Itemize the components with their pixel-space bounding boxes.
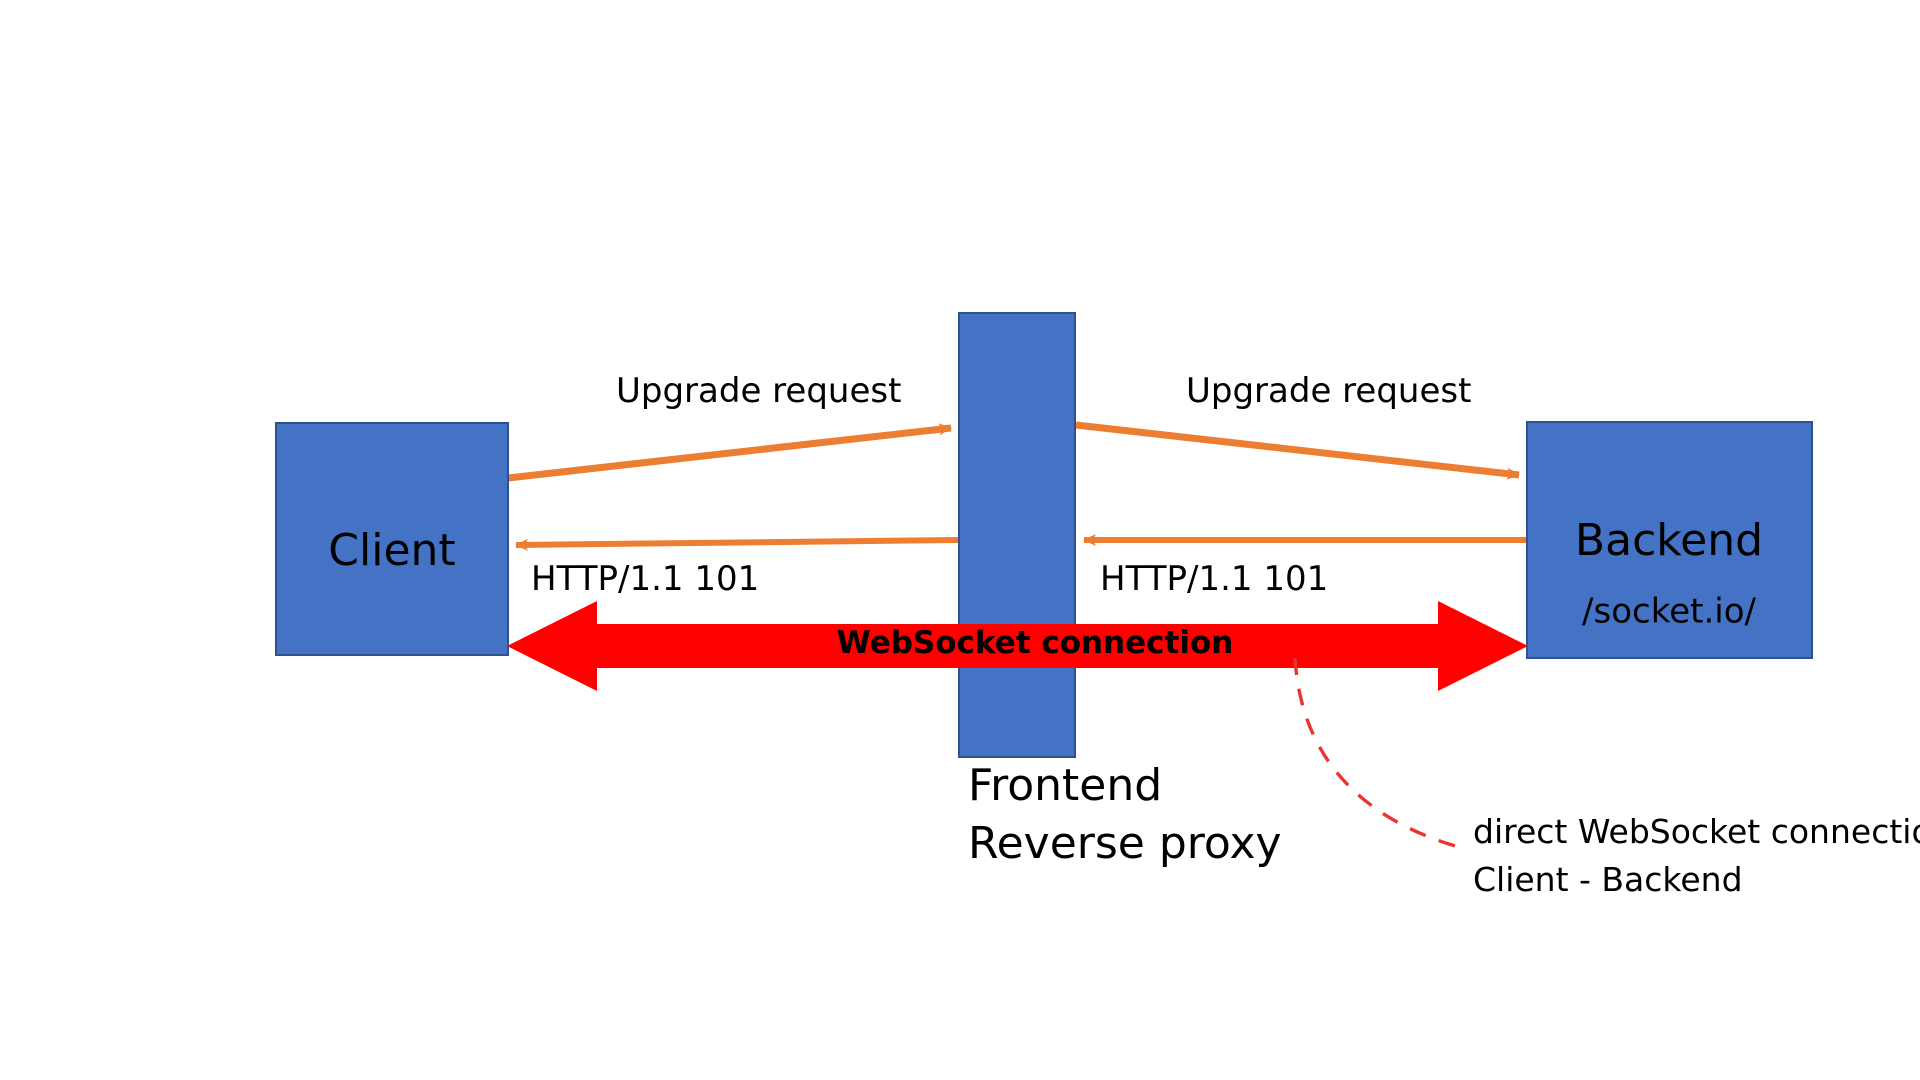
frontend-reverse-proxy-box[interactable] (958, 312, 1076, 758)
client-box[interactable] (275, 422, 509, 656)
edge-label-upgrade-request-right: Upgrade request (1186, 371, 1471, 411)
node-frontend-proxy[interactable] (958, 312, 1076, 758)
annotation-text: direct WebSocket connection Client - Bac… (1473, 812, 1920, 899)
edge-client-to-proxy-upgrade: Upgrade request (507, 371, 952, 482)
http-101-arrow-left-segment (515, 537, 960, 551)
node-backend[interactable]: Backend /socket.io/ (1526, 421, 1813, 659)
edge-label-upgrade-request-left: Upgrade request (616, 371, 901, 411)
edge-label-http-101-right: HTTP/1.1 101 (1100, 559, 1328, 599)
edge-proxy-to-client-101: HTTP/1.1 101 (515, 537, 960, 599)
edge-websocket-connection[interactable]: WebSocket connection (507, 601, 1528, 691)
dashed-curve-icon (1293, 657, 1463, 850)
annotation-line-1: direct WebSocket connection (1473, 812, 1920, 851)
node-client[interactable]: Client (275, 422, 509, 656)
upgrade-request-arrow-right-segment (1075, 421, 1520, 480)
edge-backend-to-proxy-101: HTTP/1.1 101 (1083, 534, 1527, 599)
websocket-double-arrow[interactable] (507, 601, 1528, 691)
frontend-proxy-caption-line1: Frontend (968, 760, 1162, 811)
frontend-proxy-caption: Frontend Reverse proxy (968, 760, 1282, 869)
frontend-proxy-caption-line2: Reverse proxy (968, 818, 1282, 869)
client-box-label: Client (328, 525, 455, 576)
websocket-connection-label: WebSocket connection (837, 625, 1234, 661)
edge-label-http-101-left: HTTP/1.1 101 (531, 559, 759, 599)
annotation-line-2: Client - Backend (1473, 860, 1743, 899)
edge-proxy-to-backend-upgrade: Upgrade request (1075, 371, 1520, 480)
upgrade-request-arrow-left-segment (507, 423, 952, 482)
backend-box-sublabel: /socket.io/ (1582, 592, 1756, 632)
backend-box[interactable] (1526, 421, 1813, 659)
annotation-connector (1293, 657, 1463, 850)
backend-box-label: Backend (1575, 515, 1763, 566)
